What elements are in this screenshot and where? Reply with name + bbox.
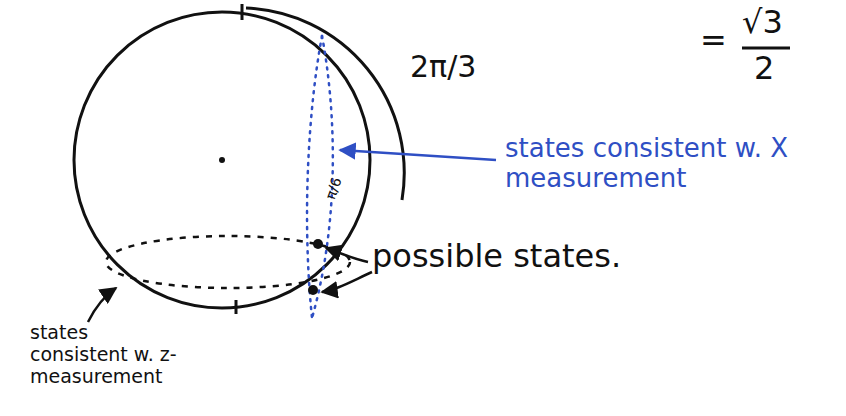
z-pointer <box>88 288 116 322</box>
state-pointer <box>322 272 372 292</box>
fraction-denominator: 2 <box>754 50 774 87</box>
states-note: possible states. <box>372 238 672 275</box>
x-measurement-note: states consistent w. X measurement <box>505 134 805 194</box>
latitude-circle <box>106 236 350 288</box>
center-dot <box>219 157 225 163</box>
angle-label: 2π/3 <box>410 50 476 85</box>
z-measurement-note: states consistent w. z-measurement <box>30 322 190 388</box>
equals-sign: = <box>700 22 727 59</box>
north-tick <box>241 4 244 20</box>
x-circle-back <box>307 36 322 318</box>
fraction-numerator: √3 <box>742 4 783 41</box>
x-pointer <box>340 150 496 160</box>
sphere-outline <box>74 12 370 308</box>
angle-arc <box>246 8 404 200</box>
state-pointer <box>326 248 368 262</box>
state-dot <box>313 239 323 249</box>
state-dot <box>308 285 318 295</box>
south-tick <box>235 300 238 314</box>
angle-label: π/6 <box>322 175 345 201</box>
